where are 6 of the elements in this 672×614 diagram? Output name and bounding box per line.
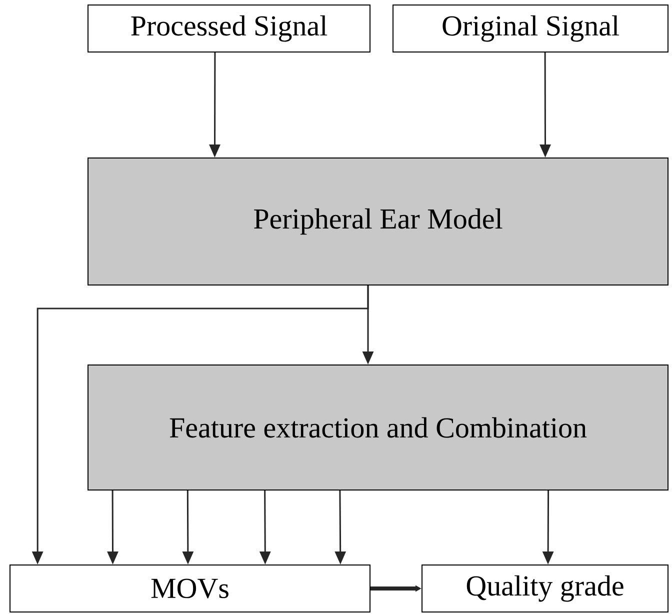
signal-box: MOVs bbox=[10, 564, 370, 612]
process-box: Peripheral Ear Model bbox=[88, 158, 668, 286]
signal-box: Original Signal bbox=[392, 4, 668, 52]
process-box: Feature extraction and Combination bbox=[88, 364, 668, 490]
signal-box: Processed Signal bbox=[88, 4, 370, 52]
signal-box: Quality grade bbox=[422, 564, 668, 612]
